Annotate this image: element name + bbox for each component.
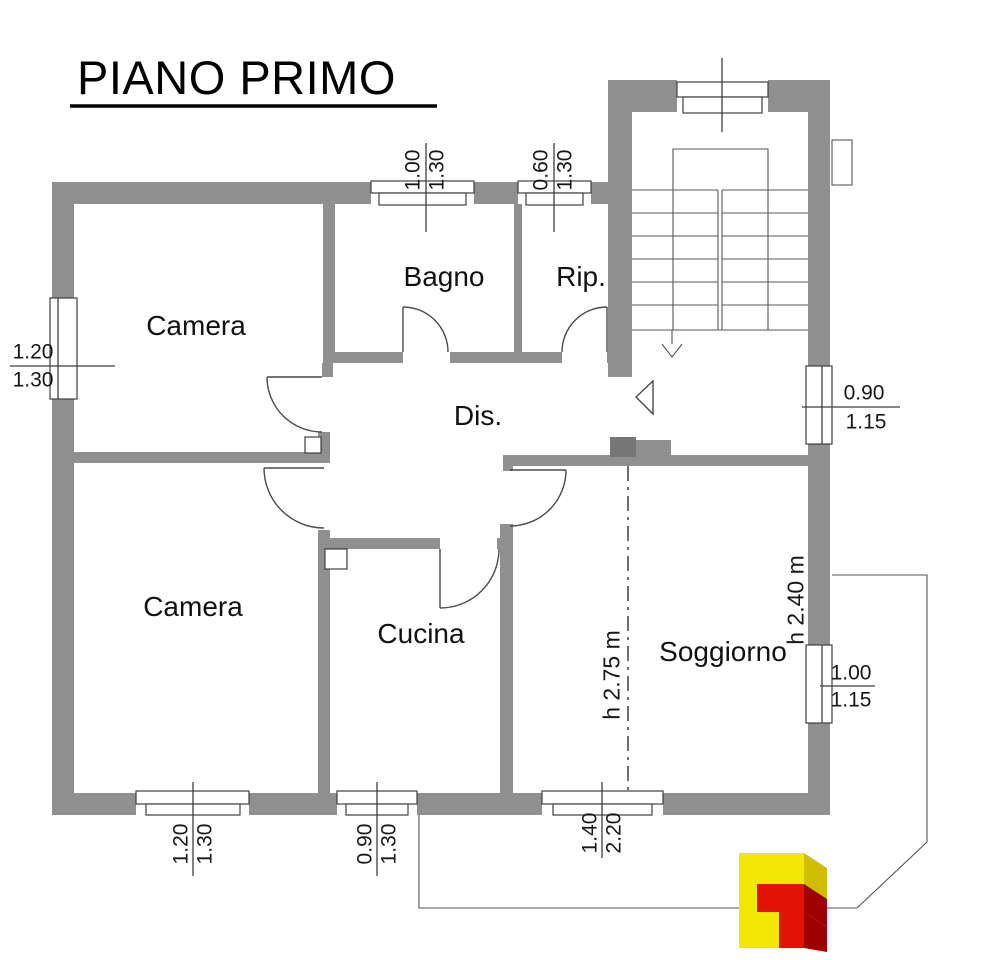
height-label-240: h 2.40 m [782, 555, 809, 645]
staircase [632, 148, 808, 358]
window-camera1-left [10, 297, 115, 400]
dim-landing-window-num: 0.90 [843, 381, 885, 405]
dim-camera1-window-den: 1.30 [12, 368, 54, 392]
window-cucina-bottom [336, 782, 418, 876]
stair-treads-right [722, 189, 808, 306]
room-label-camera2: Camera [143, 591, 243, 622]
room-label-soggiorno: Soggiorno [659, 636, 787, 667]
doors [263, 306, 654, 609]
dim-camera2-window-num: 1.20 [169, 823, 193, 865]
dim-cucina-window-num: 0.90 [353, 823, 377, 865]
door-bagno [402, 306, 449, 353]
room-label-dis: Dis. [453, 400, 503, 431]
door-rip [561, 306, 608, 353]
window-bagno-top [370, 143, 475, 232]
page-title: PIANO PRIMO [77, 51, 396, 104]
external-flue-outline [831, 139, 853, 186]
window-camera2-bottom [135, 782, 250, 876]
door-camera2 [263, 467, 325, 529]
window-stairwell-top [676, 58, 769, 132]
dim-rip-window-num: 0.60 [529, 149, 553, 191]
door-cucina [439, 548, 500, 609]
terrace-outline [418, 574, 928, 909]
windows [10, 58, 900, 876]
stair-treads-left [632, 189, 808, 331]
window-soggiorno-bottom [541, 782, 664, 858]
door-soggiorno [509, 469, 567, 527]
exterior-walls [52, 80, 830, 815]
dim-camera2-window-den: 1.30 [193, 823, 217, 865]
dim-cucina-window-den: 1.30 [377, 823, 401, 865]
dim-soggiorno-window-num: 1.00 [830, 661, 872, 685]
wall-niches [304, 436, 348, 570]
entry-door-triangle [634, 379, 654, 416]
door-camera1 [266, 376, 323, 433]
dim-soggiorno-door-den: 2.20 [602, 812, 626, 854]
height-label-275: h 2.75 m [598, 630, 625, 720]
dim-landing-window-den: 1.15 [845, 410, 887, 434]
room-label-bagno: Bagno [403, 261, 485, 292]
dim-bagno-window-den: 1.30 [425, 149, 449, 191]
window-rip-top [517, 143, 592, 232]
dim-bagno-window-num: 1.00 [401, 149, 425, 191]
window-soggiorno-right [805, 644, 875, 724]
stair-down-arrow-icon [661, 330, 683, 358]
dim-soggiorno-window-den: 1.15 [830, 688, 872, 712]
dim-camera1-window-num: 1.20 [12, 340, 54, 364]
company-logo [739, 853, 827, 952]
room-label-camera1: Camera [146, 310, 246, 341]
interior-walls [74, 204, 830, 793]
dim-soggiorno-door-num: 1.40 [578, 812, 602, 854]
room-label-cucina: Cucina [377, 618, 465, 649]
room-label-rip: Rip. [556, 261, 606, 292]
window-landing-right [802, 365, 900, 445]
dim-rip-window-den: 1.30 [553, 149, 577, 191]
